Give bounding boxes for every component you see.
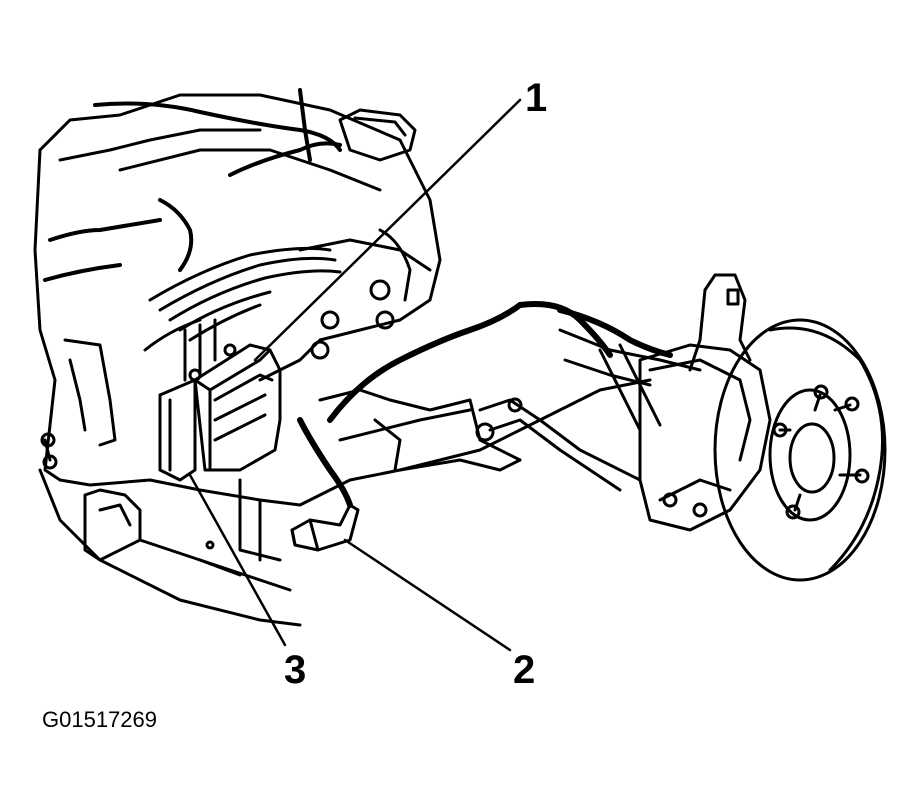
top-connector bbox=[338, 108, 417, 162]
leader-line-3 bbox=[188, 473, 287, 647]
brake-caliper bbox=[638, 343, 772, 532]
wiring-harness-top bbox=[43, 88, 342, 282]
wheel-studs bbox=[772, 384, 870, 520]
leader-lines bbox=[188, 98, 522, 652]
control-arm bbox=[475, 397, 642, 492]
leader-line-1 bbox=[253, 98, 522, 362]
callout-3: 3 bbox=[284, 648, 307, 692]
callout-2: 2 bbox=[513, 648, 536, 692]
ebcm-modulator bbox=[158, 318, 282, 482]
callout-1: 1 bbox=[525, 76, 548, 120]
floor-pan bbox=[38, 468, 302, 627]
brake-rotor bbox=[713, 318, 887, 582]
sensor-connector bbox=[290, 503, 360, 552]
wheel-sensor-harness bbox=[297, 301, 673, 508]
engine-block bbox=[33, 93, 442, 482]
leader-line-2 bbox=[343, 538, 512, 652]
brake-lines bbox=[143, 246, 342, 352]
figure-id: G01517269 bbox=[42, 707, 157, 732]
front-subframe bbox=[58, 378, 652, 592]
